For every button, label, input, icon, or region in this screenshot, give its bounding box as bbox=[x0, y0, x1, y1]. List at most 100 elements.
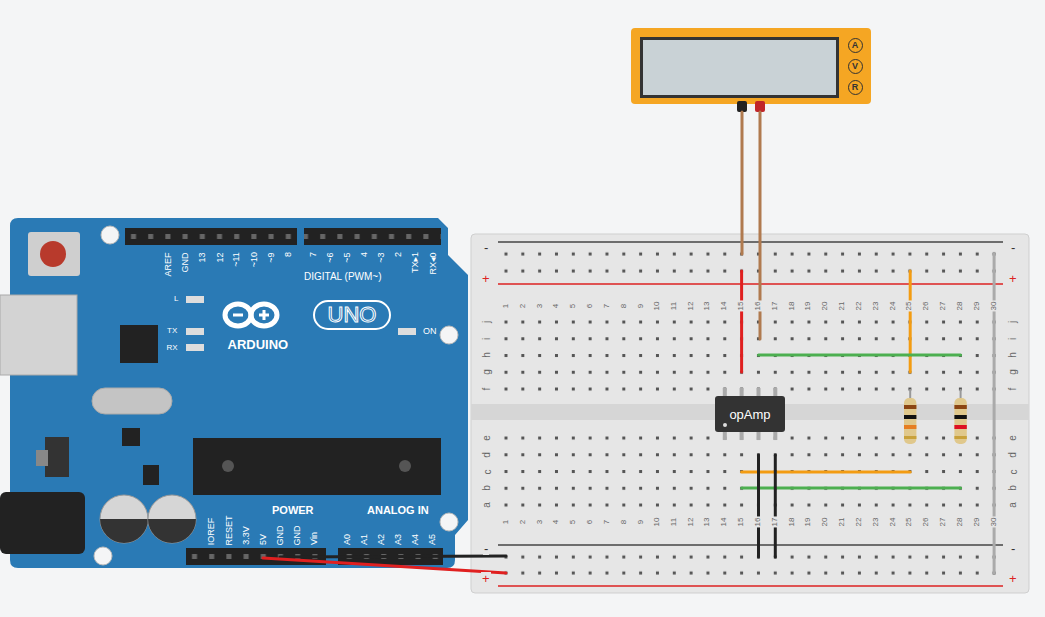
column-number: 12 bbox=[687, 517, 695, 528]
breadboard bbox=[498, 241, 1003, 243]
row-letter: f bbox=[1008, 387, 1018, 392]
resistor-symbol bbox=[954, 425, 966, 429]
column-number: 21 bbox=[839, 517, 847, 528]
column-number: 18 bbox=[788, 301, 796, 312]
row-letter: j bbox=[482, 320, 492, 324]
pin-label: 7 bbox=[309, 252, 318, 257]
row-letter: c bbox=[1008, 469, 1018, 476]
pin-label: ~3 bbox=[377, 252, 386, 262]
model-badge: UNO bbox=[313, 300, 391, 330]
pin-label: 8 bbox=[284, 252, 293, 257]
arduino-board bbox=[186, 344, 204, 351]
breadboard bbox=[498, 246, 1003, 280]
op-amp-pins bbox=[723, 431, 727, 440]
arduino-board bbox=[100, 519, 148, 543]
pin-label: GND bbox=[293, 525, 302, 545]
arduino-board bbox=[148, 519, 196, 543]
column-number: 21 bbox=[839, 301, 847, 312]
multimeter bbox=[631, 28, 871, 112]
rail-sign: - bbox=[483, 241, 489, 254]
arduino-board bbox=[193, 438, 441, 495]
row-letter: g bbox=[482, 368, 492, 376]
pin-label: GND bbox=[180, 252, 189, 272]
column-number: 5 bbox=[570, 303, 578, 309]
led-label: RX bbox=[167, 344, 178, 352]
row-letter: d bbox=[482, 451, 492, 459]
column-number: 25 bbox=[906, 517, 914, 528]
pin-label: RESET bbox=[225, 515, 234, 545]
column-number: 30 bbox=[990, 517, 998, 528]
row-letter: a bbox=[1008, 501, 1018, 509]
wires bbox=[740, 271, 743, 372]
led-label: ON bbox=[423, 327, 437, 336]
column-number: 24 bbox=[889, 301, 897, 312]
column-number: 13 bbox=[704, 301, 712, 312]
pin-label: A4 bbox=[411, 534, 420, 545]
row-letter: e bbox=[482, 434, 492, 442]
pin-label: 12 bbox=[215, 252, 224, 262]
column-number: 28 bbox=[956, 301, 964, 312]
column-number: 13 bbox=[704, 517, 712, 528]
arduino-board bbox=[92, 388, 172, 414]
wires bbox=[757, 455, 760, 557]
column-number: 8 bbox=[620, 303, 628, 309]
rail-sign: - bbox=[1010, 542, 1016, 555]
arduino-board bbox=[148, 495, 196, 543]
meter-button: A bbox=[848, 38, 863, 53]
pin-label: ~10 bbox=[250, 252, 259, 267]
meter-button: V bbox=[848, 59, 863, 74]
arduino-board bbox=[40, 241, 66, 267]
arduino-board bbox=[304, 228, 441, 245]
row-letter: b bbox=[482, 484, 492, 492]
arduino-board bbox=[101, 226, 119, 244]
arduino-board bbox=[28, 232, 80, 276]
multimeter bbox=[737, 101, 747, 112]
row-letter: g bbox=[1008, 368, 1018, 376]
node-text: opAmp bbox=[729, 408, 770, 421]
column-number: 25 bbox=[906, 301, 914, 312]
node-text: V bbox=[852, 62, 858, 71]
column-number: 23 bbox=[872, 301, 880, 312]
led-label: L bbox=[174, 295, 178, 303]
arduino-board bbox=[94, 547, 112, 565]
row-letter: j bbox=[1008, 320, 1018, 324]
column-number: 29 bbox=[973, 517, 981, 528]
node-text: R bbox=[852, 83, 859, 92]
column-number: 2 bbox=[519, 303, 527, 309]
row-letter: h bbox=[1008, 351, 1018, 359]
column-number: 27 bbox=[940, 301, 948, 312]
multimeter bbox=[631, 28, 871, 104]
column-number: 16 bbox=[754, 517, 762, 528]
column-number: 16 bbox=[754, 301, 762, 312]
breadboard bbox=[498, 544, 1003, 546]
arduino-board bbox=[222, 460, 234, 472]
arduino-board bbox=[186, 296, 204, 303]
pin-label: RX◂0 bbox=[428, 252, 437, 274]
wires bbox=[909, 271, 912, 372]
arduino-board bbox=[186, 328, 204, 335]
column-number: 1 bbox=[502, 303, 510, 309]
rail-sign: - bbox=[483, 542, 489, 555]
column-number: 17 bbox=[771, 301, 779, 312]
column-number: 22 bbox=[855, 517, 863, 528]
rail-sign: + bbox=[481, 572, 491, 585]
resistor-symbol bbox=[904, 389, 967, 444]
wires bbox=[774, 455, 777, 557]
column-number: 17 bbox=[771, 517, 779, 528]
column-number: 18 bbox=[788, 517, 796, 528]
arduino-board bbox=[0, 218, 468, 568]
column-number: 29 bbox=[973, 301, 981, 312]
wires bbox=[263, 112, 994, 573]
column-number: 4 bbox=[553, 519, 561, 525]
resistor-symbol bbox=[904, 425, 916, 429]
arduino-board bbox=[122, 428, 140, 446]
breadboard bbox=[498, 314, 1003, 398]
row-letter: f bbox=[482, 387, 492, 392]
op-amp-pins bbox=[757, 431, 761, 440]
column-number: 14 bbox=[721, 301, 729, 312]
column-number: 10 bbox=[653, 517, 661, 528]
rail-sign: + bbox=[481, 272, 491, 285]
arduino-board bbox=[399, 460, 411, 472]
arduino-board bbox=[0, 492, 85, 554]
